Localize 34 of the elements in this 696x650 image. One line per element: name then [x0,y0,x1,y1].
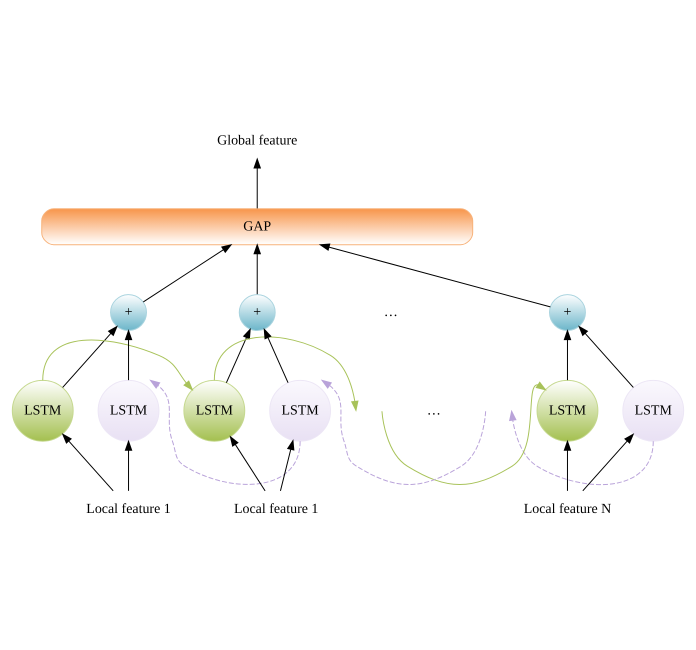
arrow [230,436,266,492]
label: … [426,403,441,418]
node-circle: + [110,294,147,331]
arrow [142,244,232,302]
arrow [264,328,289,384]
label: … [384,305,398,320]
arrow [149,380,301,485]
arrow [124,440,132,492]
node-text: Global feature [217,134,298,149]
arrow [124,329,132,381]
arrow [42,340,194,391]
arrow [214,336,359,412]
node-circle: LSTM [622,380,684,442]
node-circle: + [238,294,276,331]
arrow [253,243,262,295]
node-text: Local feature 1 [234,502,318,517]
arrow [226,328,251,384]
node-circle: + [549,294,586,331]
node-box: GAP [41,208,474,246]
arrow [509,410,654,486]
node-text: Local feature N [524,502,612,517]
arrow [280,439,294,492]
arrow [253,158,262,209]
arrow [320,380,486,485]
arrow [62,325,118,388]
arrow [578,325,634,388]
arrow [318,244,551,308]
arrow [564,329,572,381]
node-circle: LSTM [12,380,74,442]
arrow [62,433,114,492]
node-text: Local feature 1 [86,502,171,517]
arrow [564,440,572,492]
arrow [381,381,547,485]
arrow [582,433,634,492]
